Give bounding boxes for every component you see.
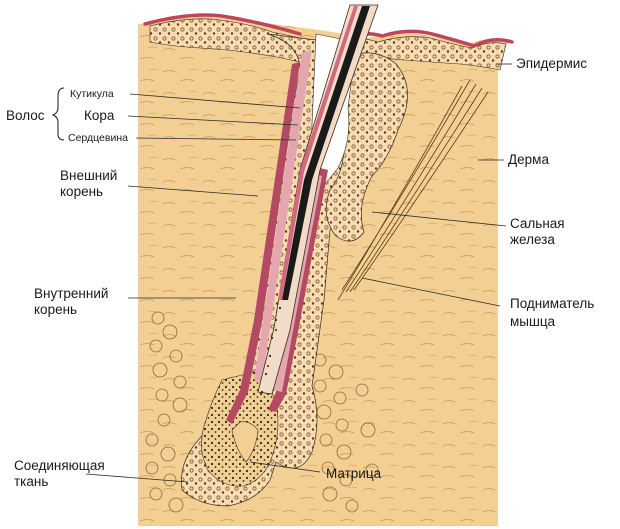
label-hair: Волос [6, 108, 45, 123]
label-cuticle: Кутикула [70, 88, 114, 100]
label-sebaceous-1: Сальная [510, 216, 565, 231]
label-matrix: Матрица [326, 466, 382, 481]
label-sebaceous-2: железа [510, 232, 555, 247]
label-connective-1: Соединяющая [14, 458, 105, 473]
label-connective-2: ткань [14, 474, 48, 489]
label-inner-root-1: Внутренний [34, 286, 108, 301]
hair-brace [53, 88, 64, 140]
label-cortex: Кора [84, 108, 115, 123]
label-arrector-1: Подниматель [510, 296, 594, 311]
label-dermis: Дерма [508, 152, 549, 167]
label-medulla: Сердцевина [68, 132, 128, 144]
label-outer-root-2: корень [60, 184, 103, 199]
label-inner-root-2: корень [34, 302, 77, 317]
label-outer-root-1: Внешний [60, 168, 117, 183]
label-epidermis: Эпидермис [516, 56, 587, 71]
label-arrector-2: мышца [510, 314, 556, 329]
